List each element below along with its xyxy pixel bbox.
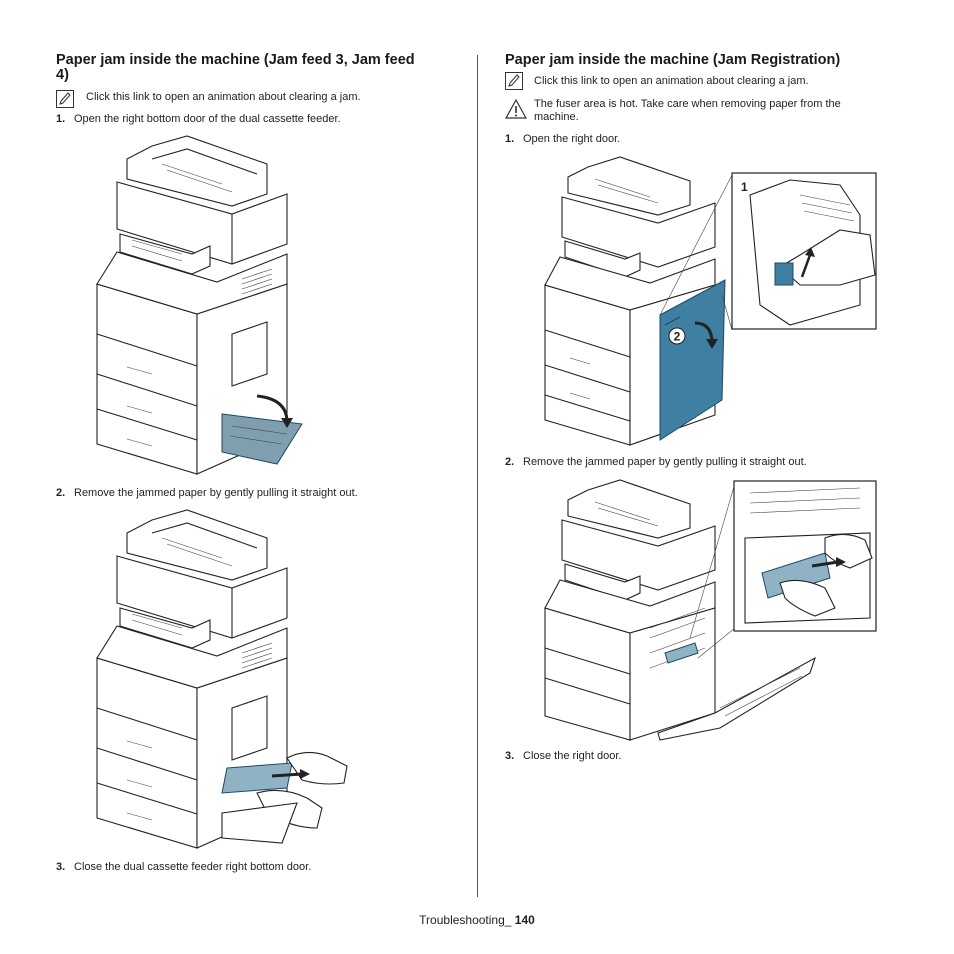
left-step-2: 2. Remove the jammed paper by gently pull…	[56, 487, 358, 500]
right-step-3: 3. Close the right door.	[505, 750, 621, 763]
left-section-heading: Paper jam inside the machine (Jam feed 3…	[56, 53, 456, 83]
page-footer: Troubleshooting_ 140	[0, 913, 954, 927]
step-number: 2.	[56, 487, 66, 499]
page-number: 140	[514, 913, 535, 927]
step-text: Close the dual cassette feeder right bot…	[74, 861, 312, 873]
step-text: Open the right bottom door of the dual c…	[74, 113, 341, 125]
callout-1: 1	[741, 180, 748, 194]
step-number: 3.	[505, 750, 515, 762]
step-number: 2.	[505, 456, 515, 468]
footer-section: Troubleshooting_	[419, 913, 515, 927]
right-step-1: 1. Open the right door.	[505, 133, 620, 146]
step-text: Remove the jammed paper by gently pullin…	[74, 487, 358, 499]
right-step-2: 2. Remove the jammed paper by gently pull…	[505, 456, 807, 469]
step-text: Open the right door.	[523, 133, 621, 145]
left-heading-line1: Paper jam inside the machine (Jam feed 3…	[56, 52, 415, 68]
printer-illustration-open-right-door: 2 1	[544, 156, 877, 446]
step-number: 1.	[505, 133, 515, 145]
right-section-heading: Paper jam inside the machine (Jam Regist…	[505, 52, 841, 68]
warning-triangle-icon	[504, 98, 528, 119]
left-step-1: 1. Open the right bottom door of the dual…	[56, 113, 341, 126]
note-pencil-icon[interactable]	[505, 72, 523, 90]
printer-illustration-remove-paper-registration	[544, 479, 877, 741]
note-pencil-icon[interactable]	[56, 90, 74, 108]
fuser-warning: The fuser area is hot. Take care when re…	[534, 98, 884, 124]
fuser-warning-line2: machine.	[534, 111, 579, 123]
step-number: 1.	[56, 113, 66, 125]
callout-2: 2	[674, 330, 681, 344]
left-animation-link[interactable]: Click this link to open an animation abo…	[86, 91, 361, 103]
printer-illustration-remove-paper-feeder	[96, 509, 348, 849]
fuser-warning-line1: The fuser area is hot. Take care when re…	[534, 98, 841, 110]
right-animation-link[interactable]: Click this link to open an animation abo…	[534, 75, 809, 87]
left-heading-line2: 4)	[56, 67, 69, 83]
step-number: 3.	[56, 861, 66, 873]
step-text: Close the right door.	[523, 750, 622, 762]
printer-illustration-open-bottom-door	[96, 135, 303, 475]
step-text: Remove the jammed paper by gently pullin…	[523, 456, 807, 468]
column-divider	[477, 55, 478, 897]
left-step-3: 3. Close the dual cassette feeder right b…	[56, 861, 311, 874]
